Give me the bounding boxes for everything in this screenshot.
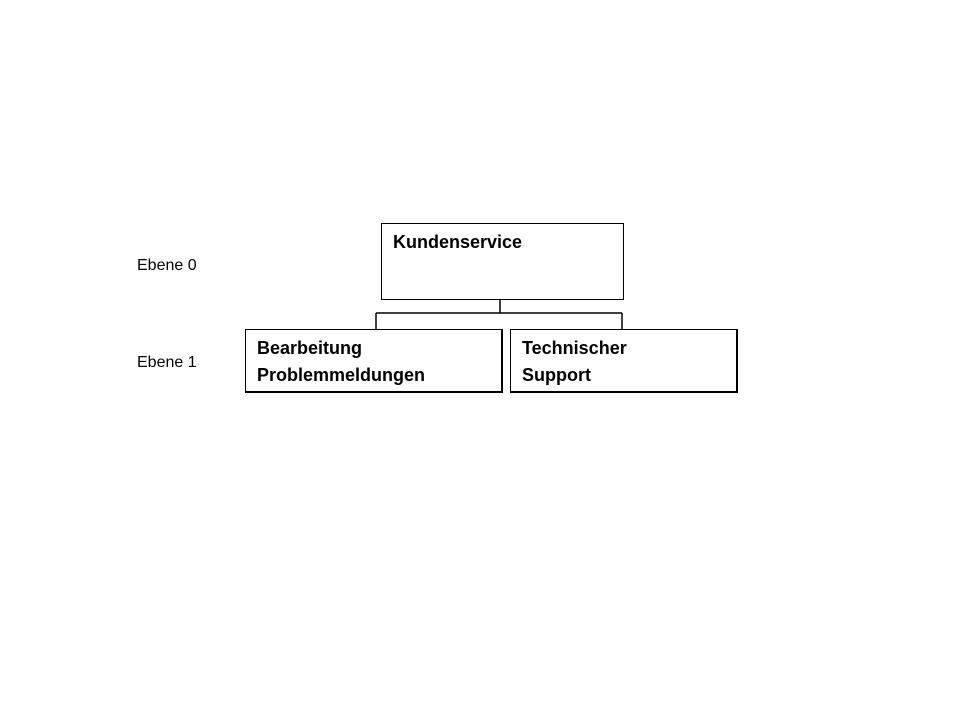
org-node-kundenservice: Kundenservice (381, 223, 624, 300)
org-node-text: Bearbeitung (257, 338, 363, 358)
level-label-1: Ebene 1 (137, 354, 197, 371)
org-node-technischer-support: Technischer Support (510, 329, 738, 393)
org-node-text: Support (522, 365, 591, 385)
level-label-0: Ebene 0 (137, 257, 197, 274)
org-node-bearbeitung-problemmeldungen: Bearbeitung Problemmeldungen (245, 329, 503, 393)
org-node-text: Problemmeldungen (257, 365, 426, 385)
org-node-text: Technischer (522, 338, 627, 358)
org-node-text: Kundenservice (393, 232, 523, 252)
